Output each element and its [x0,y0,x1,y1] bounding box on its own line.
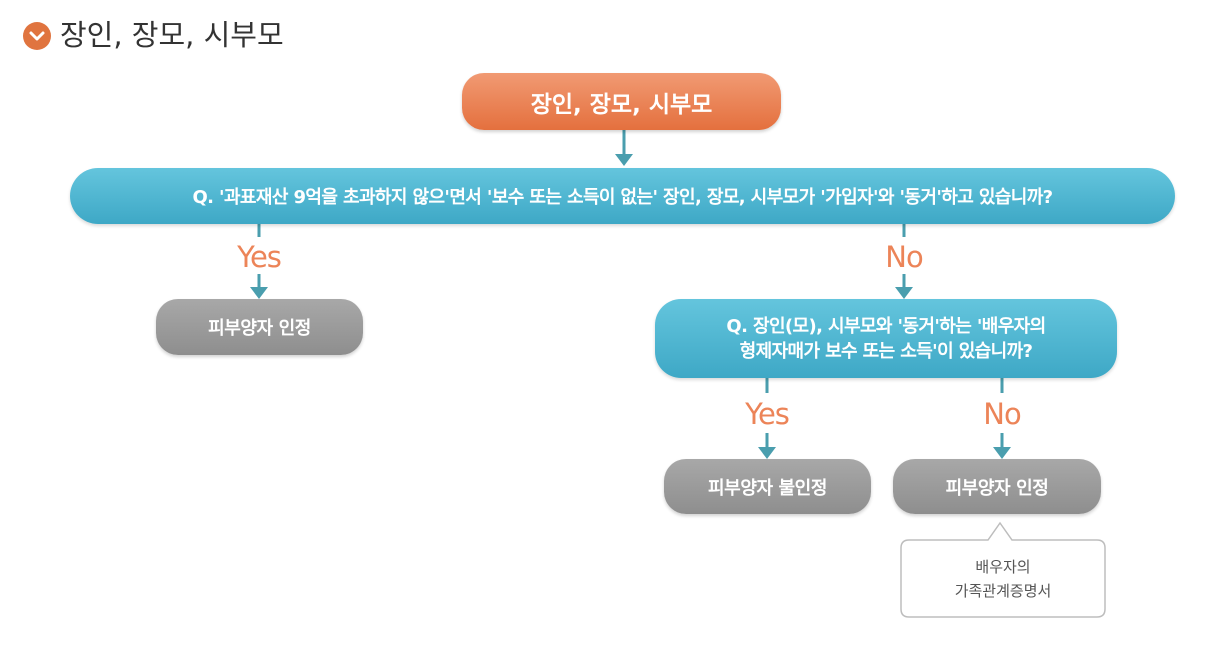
question-2-line1: Q. 장인(모), 시부모와 '동거'하는 '배우자의 [726,315,1046,337]
question-2: Q. 장인(모), 시부모와 '동거'하는 '배우자의 형제자매가 보수 또는 … [655,299,1117,378]
result-q1-yes: 피부양자 인정 [156,299,363,355]
question-2-line2: 형제자매가 보수 또는 소득'이 있습니까? [739,340,1033,362]
q2-yes-label: Yes [745,397,790,431]
q2-no-label: No [983,397,1021,431]
result-q2-yes: 피부양자 불인정 [664,459,871,514]
q1-no-label: No [885,240,923,274]
q1-yes-label: Yes [237,240,282,274]
callout-line1: 배우자의 [975,557,1031,576]
callout-line2: 가족관계증명서 [954,581,1052,600]
result-q2-no: 피부양자 인정 [893,459,1101,514]
page-title: 장인, 장모, 시부모 [60,18,284,52]
callout-text: 배우자의 가족관계증명서 [901,540,1105,617]
question-1: Q. '과표재산 9억을 초과하지 않으'면서 '보수 또는 소득이 없는' 장… [70,168,1175,224]
callout-bubble [900,521,1106,618]
top-node: 장인, 장모, 시부모 [462,73,781,130]
chevron-down-icon [23,22,51,50]
